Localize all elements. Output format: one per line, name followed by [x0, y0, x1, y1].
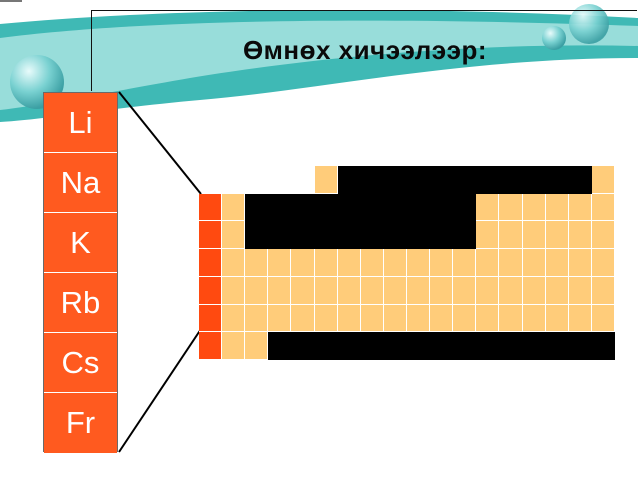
element-cell — [476, 304, 500, 333]
element-cell — [545, 193, 569, 222]
element-cell — [383, 304, 407, 333]
element-cell — [407, 249, 431, 277]
element-cell — [476, 249, 500, 277]
element-cell — [245, 276, 269, 305]
element-cell — [499, 304, 523, 333]
element-cell — [291, 304, 315, 333]
element-cell — [568, 304, 592, 333]
element-cell — [314, 249, 338, 277]
element-cell — [545, 276, 569, 305]
element-cell — [222, 193, 246, 222]
element-cell — [407, 304, 431, 333]
element-cell — [522, 193, 546, 222]
element-cell — [314, 276, 338, 305]
alkali-element-cell — [199, 276, 223, 305]
element-cell — [453, 276, 477, 305]
element-cell-fr: Fr — [44, 393, 117, 453]
alkali-element-cell — [199, 249, 223, 277]
element-cell — [430, 249, 454, 277]
element-cell — [591, 304, 615, 333]
element-cell — [568, 249, 592, 277]
element-cell — [545, 221, 569, 250]
hidden-block-middle — [245, 193, 477, 250]
element-cell — [453, 249, 477, 277]
slide-title: Өмнөх хичээлээр: — [242, 35, 488, 65]
element-cell — [337, 249, 361, 277]
header-wave-light — [0, 20, 638, 111]
corner-mark — [0, 0, 22, 2]
element-cell — [568, 276, 592, 305]
element-cell — [268, 304, 292, 333]
element-cell-cs: Cs — [44, 333, 117, 393]
periodic-table-grid — [199, 166, 615, 360]
element-cell — [476, 193, 500, 222]
element-cell — [499, 221, 523, 250]
alkali-metals-column: Li Na K Rb Cs Fr — [43, 92, 118, 453]
element-cell — [430, 304, 454, 333]
hidden-block-bottom — [268, 332, 615, 360]
element-cell — [268, 276, 292, 305]
element-cell-li: Li — [44, 93, 117, 153]
element-cell — [222, 304, 246, 333]
element-cell — [268, 249, 292, 277]
element-cell — [360, 276, 384, 305]
element-cell — [337, 276, 361, 305]
element-cell — [245, 249, 269, 277]
element-cell — [522, 249, 546, 277]
connector-line-bottom — [118, 328, 202, 453]
element-cell — [222, 221, 246, 250]
alkali-element-cell — [199, 193, 223, 222]
element-cell — [591, 276, 615, 305]
element-cell — [591, 249, 615, 277]
element-cell-k: K — [44, 213, 117, 273]
element-cell — [522, 304, 546, 333]
element-cell — [545, 304, 569, 333]
element-cell — [499, 276, 523, 305]
element-cell — [476, 221, 500, 250]
element-cell — [245, 304, 269, 333]
element-cell — [453, 304, 477, 333]
title-frame — [91, 10, 637, 91]
element-cell — [522, 276, 546, 305]
alkali-element-cell — [199, 221, 223, 250]
element-cell — [245, 332, 269, 360]
element-cell — [360, 304, 384, 333]
bubble-small — [542, 26, 566, 50]
element-cell — [222, 332, 246, 360]
element-cell — [476, 276, 500, 305]
hidden-block-top — [337, 166, 592, 194]
element-cell — [430, 276, 454, 305]
element-cell — [291, 276, 315, 305]
element-cell — [222, 276, 246, 305]
element-cell — [222, 249, 246, 277]
element-cell — [407, 276, 431, 305]
element-cell-na: Na — [44, 153, 117, 213]
element-cell — [383, 249, 407, 277]
element-cell — [499, 193, 523, 222]
element-cell — [568, 221, 592, 250]
bubble-medium — [569, 4, 609, 44]
element-cell — [591, 193, 615, 222]
element-cell — [337, 304, 361, 333]
element-cell — [314, 304, 338, 333]
element-cell — [383, 276, 407, 305]
element-cell — [522, 221, 546, 250]
element-cell — [314, 166, 338, 194]
element-cell-rb: Rb — [44, 273, 117, 333]
alkali-element-cell — [199, 332, 223, 360]
element-cell — [291, 249, 315, 277]
element-cell — [591, 221, 615, 250]
element-cell — [360, 249, 384, 277]
alkali-element-cell — [199, 304, 223, 333]
element-cell — [568, 193, 592, 222]
element-cell — [591, 166, 615, 194]
element-cell — [545, 249, 569, 277]
element-cell — [499, 249, 523, 277]
